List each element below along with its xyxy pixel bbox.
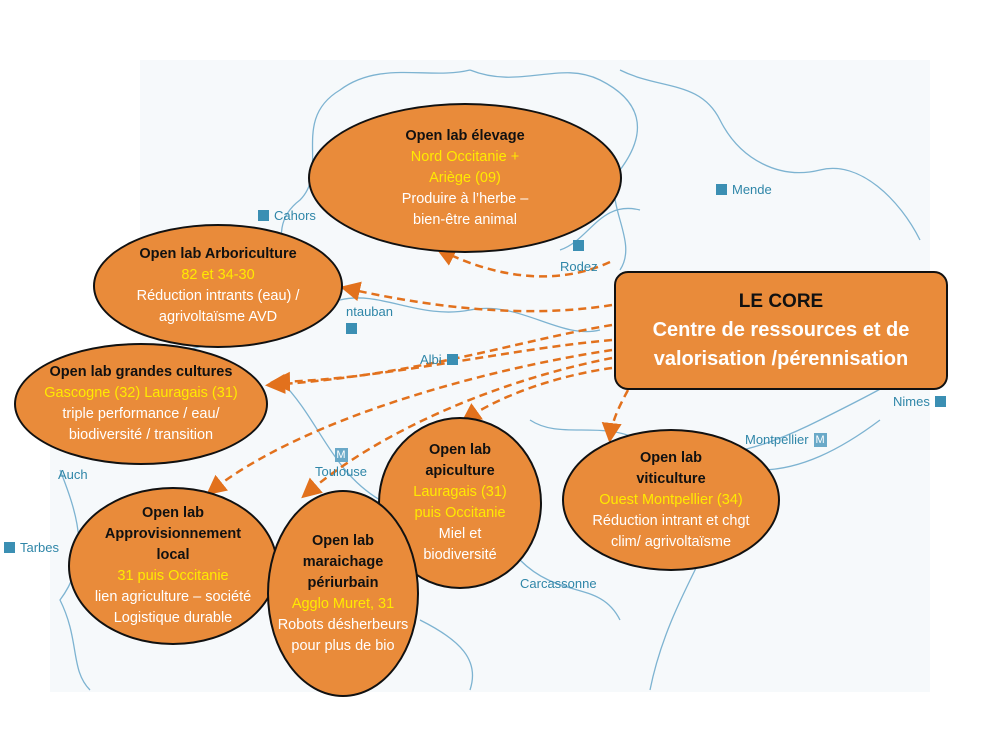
city-albi: Albi — [420, 352, 458, 367]
lab-desc: lien agriculture – société — [94, 589, 252, 605]
lab-title: Open lab — [141, 505, 205, 521]
city-nimes: Nimes — [893, 394, 946, 409]
city-label: Tarbes — [20, 540, 60, 555]
city-label: Mende — [732, 182, 772, 197]
metro-icon: M — [813, 432, 827, 447]
city-tarbes: Tarbes — [4, 540, 59, 555]
lab-desc: biodiversité / transition — [68, 427, 214, 443]
open-lab-maraichage-periurbain: Open lab maraichage périurbain Agglo Mur… — [267, 490, 419, 697]
lab-region: 31 puis Occitanie — [117, 568, 229, 584]
lab-desc: clim/ agrivoltaïsme — [610, 533, 732, 550]
lab-desc: pour plus de bio — [291, 637, 395, 654]
lab-desc: Réduction intrants (eau) / — [136, 288, 300, 304]
city-label: Toulouse — [315, 464, 368, 479]
lab-region: Gascogne (32) Lauragais (31) — [44, 385, 238, 401]
lab-title: Open lab grandes cultures — [49, 364, 233, 380]
city-montpellier: Montpellier M — [745, 432, 827, 447]
lab-title: Open lab — [639, 449, 703, 466]
arrows — [206, 247, 630, 499]
core-title: LE CORE — [738, 291, 824, 312]
city-label: Carcassonne — [520, 576, 597, 591]
lab-desc: Miel et — [438, 526, 482, 542]
lab-desc: Produire à l’herbe – — [401, 190, 529, 207]
arrow-to-mara — [301, 356, 613, 499]
lab-title: Open lab — [311, 532, 375, 549]
arrow-to-elevage — [435, 247, 611, 278]
open-lab-viticulture: Open lab viticulture Ouest Montpellier (… — [562, 429, 780, 571]
metro-icon: M — [334, 448, 348, 462]
lab-title: Open lab — [428, 442, 492, 458]
city-label: Montpellier — [745, 432, 809, 447]
city-cahors: Cahors — [258, 208, 316, 223]
city-auch: Auch — [58, 467, 88, 482]
lab-title: apiculture — [425, 463, 495, 479]
arrow-to-arbo — [340, 281, 613, 313]
lab-title: local — [156, 547, 190, 563]
lab-title: Open lab Arboriculture — [139, 246, 297, 262]
lab-desc: triple performance / eau/ — [62, 406, 220, 422]
open-lab-approvisionnement-local: Open lab Approvisionnement local 31 puis… — [68, 487, 278, 645]
arrow-to-appro — [206, 348, 613, 496]
city-mende: Mende — [716, 182, 772, 197]
city-label: ntauban — [346, 304, 393, 319]
lab-desc: agrivoltaïsme AVD — [158, 309, 278, 325]
lab-title: maraichage — [302, 553, 384, 570]
lab-desc: Réduction intrant et chgt — [592, 512, 750, 529]
lab-region: Agglo Muret, 31 — [291, 595, 395, 612]
city-rodez: Rodez — [560, 240, 598, 274]
lab-desc: Logistique durable — [113, 610, 233, 626]
le-core-box: LE CORE Centre de ressources et de valor… — [614, 271, 948, 390]
lab-title: Open lab élevage — [405, 127, 525, 144]
lab-region: puis Occitanie — [414, 505, 506, 521]
lab-region: Lauragais (31) — [413, 484, 507, 500]
city-carcassonne: Carcassonne — [520, 576, 597, 591]
city-toulouse: M Toulouse — [315, 448, 367, 479]
city-label: Albi — [420, 352, 442, 367]
lab-desc: biodiversité — [423, 547, 497, 563]
lab-desc: bien-être animal — [413, 211, 517, 228]
city-montauban: ntauban — [346, 304, 393, 334]
arrow-to-gc — [270, 338, 613, 392]
open-lab-grandes-cultures: Open lab grandes cultures Gascogne (32) … — [14, 343, 268, 465]
lab-region: Ouest Montpellier (34) — [599, 491, 743, 508]
core-line1: Centre de ressources et de — [652, 319, 910, 341]
lab-title: viticulture — [636, 470, 706, 487]
arrow-to-viti — [601, 389, 630, 443]
lab-desc: Robots désherbeurs — [277, 616, 409, 633]
lab-title: périurbain — [307, 574, 379, 591]
lab-region: Nord Occitanie + — [410, 148, 520, 165]
core-line2: valorisation /pérennisation — [653, 348, 909, 370]
city-label: Auch — [58, 467, 88, 482]
city-label: Cahors — [274, 208, 316, 223]
lab-region: Ariège (09) — [429, 169, 501, 186]
arrow-to-api — [460, 366, 613, 423]
city-label: Rodez — [560, 259, 598, 274]
lab-region: 82 et 34-30 — [181, 267, 255, 283]
city-label: Nimes — [893, 394, 930, 409]
open-lab-arboriculture: Open lab Arboriculture 82 et 34-30 Réduc… — [93, 224, 343, 348]
lab-title: Approvisionnement — [104, 526, 242, 542]
open-lab-elevage: Open lab élevage Nord Occitanie + Ariège… — [308, 103, 622, 253]
